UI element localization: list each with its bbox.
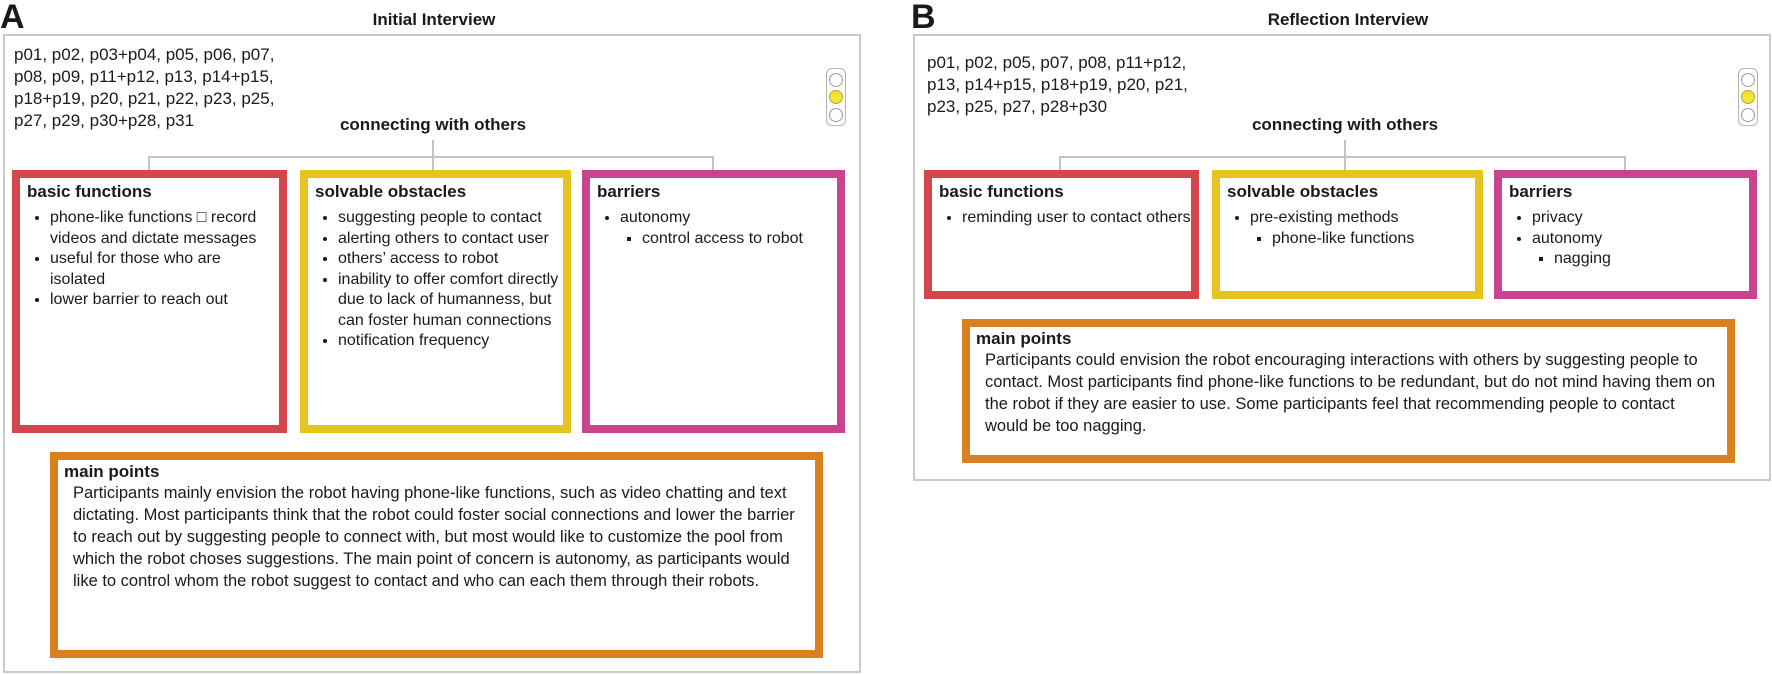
panel-a-connector-bar — [148, 156, 714, 158]
list-subitem: nagging — [1554, 249, 1749, 270]
panel-b-subtitle: connecting with others — [1251, 115, 1439, 134]
list-item: notification frequency — [338, 331, 563, 352]
panel-a-barriers-box: barriers autonomy control access to robo… — [582, 170, 845, 433]
panel-b-main-points-box: main points Participants could envision … — [962, 319, 1735, 463]
list-item: reminding user to contact others — [962, 208, 1191, 229]
list-item: phone-like functions □ record videos and… — [50, 208, 279, 249]
list-subitem: control access to robot — [642, 229, 837, 250]
panel-b-main-points-text: Participants could envision the robot en… — [985, 351, 1716, 435]
panel-a-connector-left — [148, 156, 150, 170]
list-item: alerting others to contact user — [338, 229, 563, 250]
panel-b-connector-stem — [1344, 140, 1346, 156]
panel-b-barriers-list: privacy autonomy nagging — [1502, 208, 1749, 270]
panel-a-participants: p01, p02, p03+p04, p05, p06, p07, p08, p… — [14, 45, 275, 130]
panel-b-connector-right — [1624, 156, 1626, 170]
traffic-light-top-icon — [829, 72, 843, 87]
list-item: others’ access to robot — [338, 249, 563, 270]
panel-b-connector-bar — [1059, 156, 1626, 158]
traffic-light-bottom-icon — [1741, 107, 1755, 122]
panel-b-solvable-obstacles-list: pre-existing methods phone-like function… — [1220, 208, 1475, 249]
panel-b-basic-functions-title: basic functions — [939, 182, 1064, 201]
panel-a-main-points-text: Participants mainly envision the robot h… — [73, 484, 795, 590]
list-item: inability to offer comfort directly due … — [338, 270, 563, 332]
traffic-light-middle-icon — [829, 90, 843, 104]
traffic-light-middle-icon — [1741, 90, 1755, 104]
list-subitem: phone-like functions — [1272, 229, 1475, 250]
panel-a-barriers-title: barriers — [597, 182, 661, 201]
panel-b-main-points-title: main points — [976, 329, 1072, 348]
panel-a-connector-stem — [432, 140, 434, 156]
panel-a-solvable-obstacles-list: suggesting people to contact alerting ot… — [308, 208, 563, 352]
list-item: lower barrier to reach out — [50, 290, 279, 311]
panel-b-solvable-obstacles-box: solvable obstacles pre-existing methods … — [1212, 170, 1483, 299]
panel-a-barriers-list: autonomy control access to robot — [590, 208, 837, 249]
panel-b-barriers-box: barriers privacy autonomy nagging — [1494, 170, 1757, 299]
list-item-label: pre-existing methods — [1250, 209, 1399, 226]
traffic-light-bottom-icon — [829, 107, 843, 122]
panel-a-traffic-light-icon — [826, 68, 846, 126]
panel-a-letter: A — [0, 0, 25, 36]
list-item-label: autonomy — [1532, 229, 1603, 247]
traffic-light-top-icon — [1741, 72, 1755, 87]
panel-a-basic-functions-title: basic functions — [27, 182, 152, 201]
panel-a-basic-functions-box: basic functions phone-like functions □ r… — [12, 170, 287, 433]
panel-b-connector-mid — [1344, 156, 1346, 170]
list-item: suggesting people to contact — [338, 208, 563, 229]
list-item: privacy — [1532, 208, 1749, 229]
panel-a-connector-right — [712, 156, 714, 170]
list-item: autonomy nagging — [1532, 229, 1749, 270]
panel-b-title: Reflection Interview — [1267, 10, 1429, 29]
panel-a-basic-functions-list: phone-like functions □ record videos and… — [20, 208, 279, 311]
panel-a-connector-mid — [432, 156, 434, 170]
panel-a-frame — [3, 34, 861, 673]
list-item: useful for those who are isolated — [50, 249, 279, 290]
panel-b-basic-functions-box: basic functions reminding user to contac… — [924, 170, 1199, 299]
panel-b-frame — [913, 34, 1771, 481]
panel-a-main-points-box: main points Participants mainly envision… — [50, 452, 823, 658]
panel-b-participants: p01, p02, p05, p07, p08, p11+p12, p13, p… — [927, 53, 1188, 116]
panel-a-subtitle: connecting with others — [339, 115, 527, 134]
list-item-label: autonomy — [620, 209, 691, 226]
panel-a-main-points-title: main points — [64, 462, 160, 481]
panel-b-connector-left — [1059, 156, 1061, 170]
panel-b-solvable-obstacles-title: solvable obstacles — [1227, 182, 1379, 201]
panel-b-traffic-light-icon — [1738, 68, 1758, 126]
list-item: pre-existing methods phone-like function… — [1250, 208, 1475, 249]
panel-b-barriers-title: barriers — [1509, 182, 1573, 201]
panel-b-letter: B — [911, 0, 936, 36]
panel-a-solvable-obstacles-title: solvable obstacles — [315, 182, 467, 201]
panel-a-solvable-obstacles-box: solvable obstacles suggesting people to … — [300, 170, 571, 433]
panel-a-title: Initial Interview — [372, 10, 496, 29]
panel-b-basic-functions-list: reminding user to contact others — [932, 208, 1191, 229]
list-item: autonomy control access to robot — [620, 208, 837, 249]
